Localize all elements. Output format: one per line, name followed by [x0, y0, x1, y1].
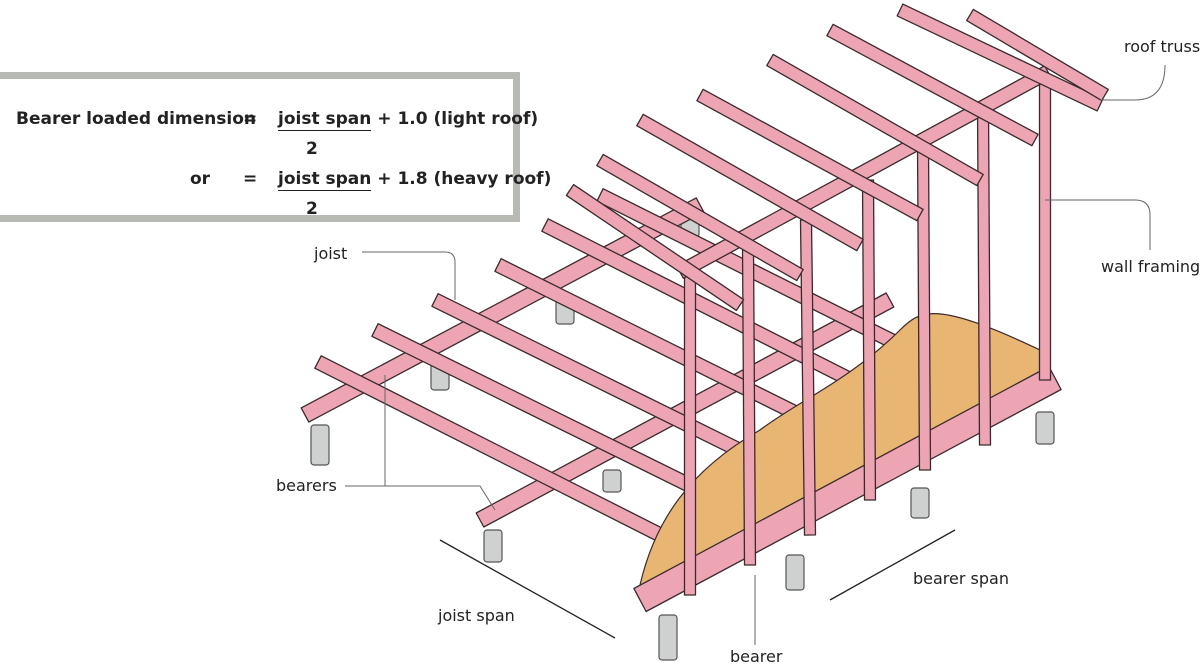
- bearer-span-label: bearer span: [913, 569, 1009, 588]
- wall-stud: [861, 179, 877, 501]
- denominator-2: 2: [306, 199, 318, 219]
- joist-span-dimension: [439, 539, 616, 639]
- formula-box: Bearer loaded dimension = joist span + 1…: [0, 72, 551, 222]
- light-roof-term: + 1.0 (light roof): [371, 109, 539, 129]
- roof-truss-label: roof truss: [1124, 37, 1200, 56]
- heavy-roof-term: + 1.8 (heavy roof): [371, 169, 552, 189]
- roof-truss-rafter: [596, 153, 804, 282]
- pier: [910, 487, 930, 519]
- pier: [1035, 411, 1055, 445]
- equals-sign-1: =: [243, 109, 258, 129]
- pier: [310, 424, 330, 466]
- roof-truss-leader: [1100, 64, 1166, 101]
- roof-truss-rafter: [636, 113, 864, 252]
- formula-line-heavy: joist span + 1.8 (heavy roof): [278, 169, 552, 191]
- joist-leader: [362, 251, 456, 300]
- roof-truss-rafter: [696, 88, 924, 222]
- denominator-1: 2: [306, 139, 318, 159]
- floor-sheeting: [639, 313, 1051, 591]
- wall-framing-leader: [1045, 199, 1151, 250]
- wall-stud: [976, 104, 992, 446]
- pier: [658, 614, 678, 661]
- bearer-span-dimension: [829, 529, 956, 601]
- bearers-leader-2: [385, 485, 496, 511]
- pier: [602, 469, 622, 493]
- or-label: or: [190, 169, 211, 189]
- bearers-label: bearers: [276, 476, 337, 495]
- bearer-label: bearer: [730, 647, 783, 666]
- wall-stud: [916, 144, 932, 471]
- joist-span-term-2: joist span: [278, 169, 372, 191]
- wall-stud: [1038, 74, 1052, 381]
- joist-span-term-1: joist span: [278, 109, 372, 131]
- joist-span-label: joist span: [438, 606, 515, 625]
- formula-label: Bearer loaded dimension: [16, 109, 257, 129]
- roof-truss-rafter: [565, 183, 745, 312]
- wall-stud: [683, 269, 697, 596]
- pier: [785, 554, 805, 591]
- formula-line-light: joist span + 1.0 (light roof): [278, 109, 539, 131]
- wall-stud: [799, 219, 817, 536]
- roof-truss-rafter: [966, 8, 1109, 102]
- wall-stud: [741, 244, 757, 566]
- roof-truss-rafter: [826, 23, 1039, 147]
- joist-label: joist: [314, 244, 348, 263]
- roof-truss-rafter: [766, 53, 984, 187]
- wall-framing-label: wall framing: [1101, 257, 1200, 276]
- equals-sign-2: =: [243, 169, 258, 189]
- pier: [483, 529, 503, 563]
